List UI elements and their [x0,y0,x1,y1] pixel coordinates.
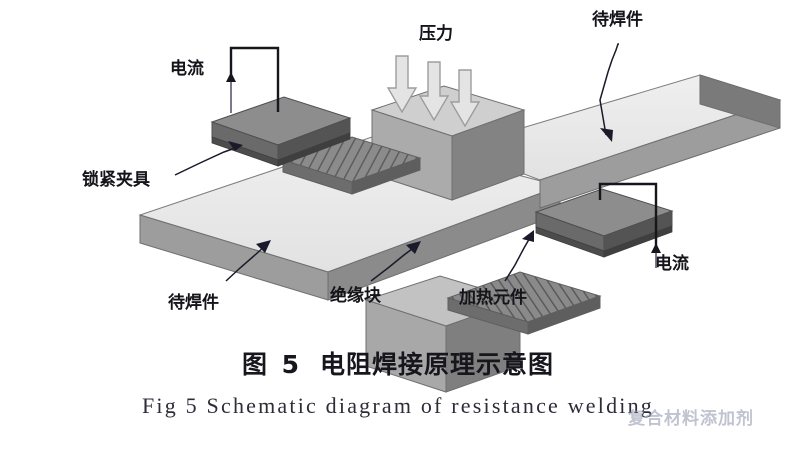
clamp-left [210,96,352,167]
label-current-left: 电流 [170,59,204,79]
leader-lines [174,43,619,282]
figure-number: 图 5 [241,350,303,379]
watermark: 复合材料添加剂 [628,409,754,429]
pressure-arrows [386,55,481,128]
label-insulation-block: 绝缘块 [330,286,381,306]
pressure-arrow-2 [418,61,450,122]
figure-caption-en: Fig 5 Schematic diagram of resistance we… [142,393,654,418]
heating-element-upper [281,136,422,195]
pressure-arrow-1 [386,55,418,114]
label-pressure: 压力 [419,24,453,44]
heating-element-lower [446,271,602,335]
label-workpiece-bottom: 待焊件 [168,293,219,313]
figure-caption-cn: 图 5 电阻焊接原理示意图 [0,345,796,381]
label-heating-element: 加热元件 [459,288,527,308]
figure-caption-cn-text: 电阻焊接原理示意图 [320,350,555,379]
current-wire-right [598,182,661,268]
label-current-right: 电流 [655,254,689,274]
current-wire-left [226,46,280,113]
label-clamp: 锁紧夹具 [82,170,150,190]
label-workpiece-top: 待焊件 [592,10,643,30]
workpiece-bar-upper-right [453,74,782,209]
pressure-arrow-3 [449,69,481,128]
